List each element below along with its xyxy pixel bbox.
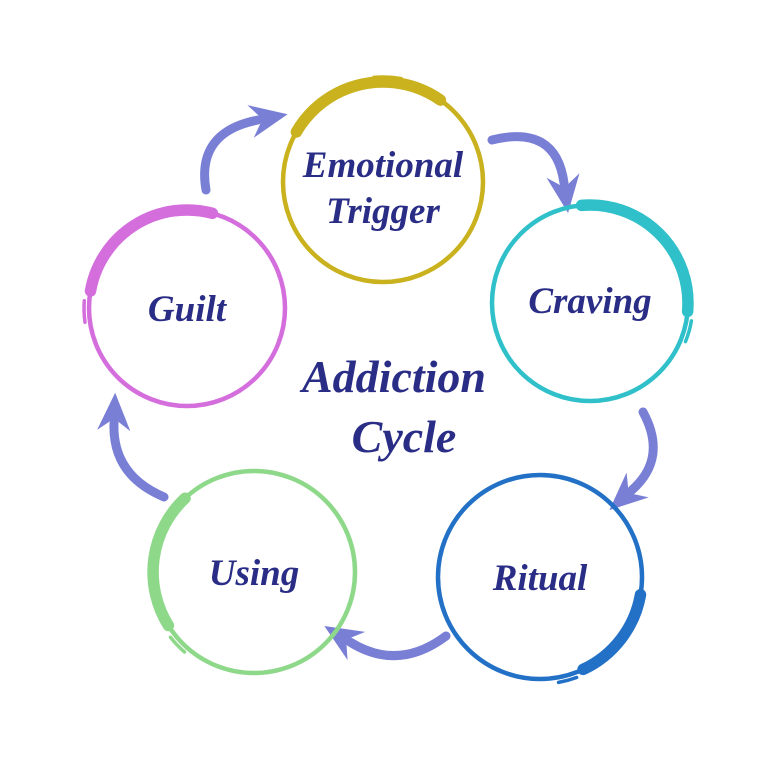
diagram-title: Addiction Cycle (299, 351, 486, 462)
node-brush-stroke-guilt (84, 204, 219, 297)
node-label-ritual: Ritual (492, 558, 588, 599)
node-brush-flick-craving (683, 319, 694, 344)
node-ritual: Ritual (435, 472, 647, 685)
node-guilt: Guilt (82, 204, 288, 409)
node-label-emotional-trigger-line1: Emotional (302, 145, 464, 186)
node-using: Using (147, 468, 358, 676)
diagram-title-line2: Cycle (352, 411, 457, 462)
node-brush-stroke-ritual (577, 588, 647, 676)
arrow-craving-to-ritual-icon (609, 407, 658, 511)
node-brush-flick-guilt (82, 299, 87, 325)
arrow-emotional-trigger-to-craving-icon (487, 132, 580, 213)
node-emotional-trigger: Emotional Trigger (280, 75, 486, 285)
node-craving: Craving (489, 199, 694, 404)
node-brush-stroke-emotional-trigger (290, 76, 447, 138)
node-label-guilt: Guilt (148, 289, 228, 330)
node-label-using: Using (209, 553, 299, 594)
arrow-using-to-guilt-icon (97, 392, 169, 502)
node-brush-flick-emotional-trigger (372, 75, 403, 81)
node-brush-flick-ritual (556, 675, 579, 685)
node-brush-flick-using (168, 635, 187, 654)
arrow-guilt-to-emotional-trigger-icon (200, 105, 288, 195)
node-label-emotional-trigger-line2: Trigger (326, 191, 440, 232)
node-ring-ritual (435, 472, 645, 682)
node-brush-stroke-craving (575, 199, 694, 318)
arrow-ritual-to-using-icon (324, 625, 451, 661)
node-brush-stroke-using (147, 492, 191, 632)
node-label-craving: Craving (528, 281, 651, 322)
diagram-title-line1: Addiction (299, 351, 486, 402)
